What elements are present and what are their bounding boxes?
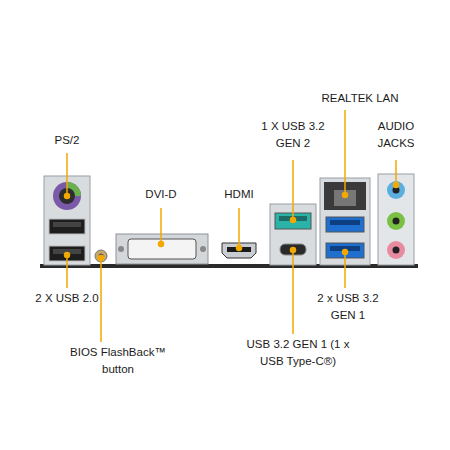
dvi-screw [118, 246, 124, 252]
audio-housing [378, 174, 414, 265]
dvi-screw [200, 246, 206, 252]
leader-dot [65, 253, 70, 258]
leader-dot [291, 218, 296, 223]
port-label: AUDIO JACKS [368, 118, 424, 153]
leader-dot [343, 250, 348, 255]
dvi-port [116, 234, 208, 264]
port-label: PS/2 [37, 132, 97, 149]
leader-dot [394, 183, 399, 188]
leader-dot [159, 242, 164, 247]
leader-dot [99, 256, 104, 261]
usb2-port [49, 219, 85, 234]
audio-jack [387, 212, 405, 230]
port-label: HDMI [209, 186, 269, 203]
bios-button [95, 250, 107, 262]
leader-line [160, 208, 162, 244]
port-label: USB 3.2 GEN 1 (1 x USB Type-C®) [245, 336, 351, 371]
audio-jack [393, 218, 400, 225]
leader-dot [343, 193, 348, 198]
leader-dot [291, 248, 296, 253]
leader-line [344, 252, 346, 288]
port-label: DVI-D [131, 186, 191, 203]
usb-gen1-port [326, 217, 364, 232]
dvi-port [128, 239, 196, 259]
audio-jack [387, 241, 405, 259]
port-label: 2 x USB 3.2 GEN 1 [312, 290, 384, 325]
audio-jack [393, 247, 400, 254]
leader-line [238, 208, 240, 248]
usb-gen1-port [330, 220, 360, 225]
leader-lines [65, 110, 399, 342]
port-label: REALTEK LAN [310, 90, 410, 107]
leader-line [344, 110, 346, 195]
leader-line [66, 255, 68, 288]
leader-line [292, 160, 294, 220]
leader-line [100, 258, 102, 342]
usb2-port [53, 222, 81, 227]
leader-line [292, 250, 294, 334]
port-label: 2 X USB 2.0 [17, 290, 117, 307]
leader-dot [65, 194, 70, 199]
hdmi-port [222, 243, 256, 258]
audio-jack [387, 181, 405, 199]
lan-port [334, 190, 356, 206]
port-label: BIOS FlashBack™ button [62, 344, 174, 379]
leader-line [395, 160, 397, 185]
leader-dot [237, 246, 242, 251]
port-label: 1 X USB 3.2 GEN 2 [254, 118, 332, 153]
leader-line [66, 153, 68, 196]
